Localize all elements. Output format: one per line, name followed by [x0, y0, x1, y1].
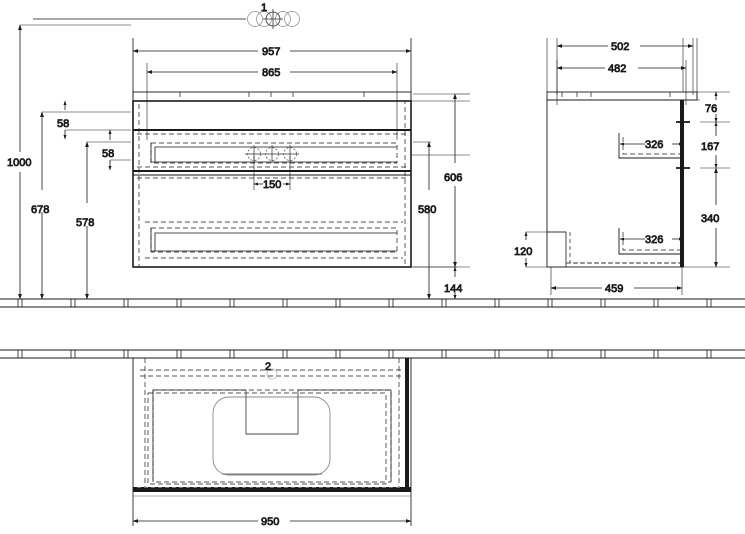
dim-58-lower-label: 58 — [102, 148, 114, 160]
plan-view-body — [132, 357, 412, 497]
dim-957-label: 957 — [262, 46, 280, 58]
dim-482-label: 482 — [608, 63, 626, 75]
dim-578 — [85, 141, 131, 300]
dim-459 — [550, 267, 683, 295]
dim-167-label: 167 — [701, 141, 719, 153]
dim-502-label: 502 — [611, 41, 629, 53]
dim-326-lower-label: 326 — [645, 234, 663, 246]
side-elevation-body — [546, 91, 698, 268]
dim-150 — [253, 156, 291, 190]
dim-580 — [413, 141, 431, 300]
dim-578-label: 578 — [76, 217, 94, 229]
dim-58-upper-label: 58 — [57, 118, 69, 130]
dim-1000 — [18, 24, 131, 300]
dim-678 — [40, 111, 131, 300]
dim-606-label: 606 — [444, 172, 462, 184]
floor-line-lower — [0, 349, 745, 359]
dim-580-label: 580 — [418, 204, 436, 216]
marker-2-label: 2 — [265, 361, 271, 373]
dim-58-upper — [63, 100, 131, 140]
dim-1000-label: 1000 — [7, 157, 31, 169]
dim-150-label: 150 — [263, 179, 281, 191]
dim-76-label: 76 — [705, 103, 717, 115]
dim-326-upper-label: 326 — [645, 139, 663, 151]
dim-340 — [700, 167, 730, 268]
dim-678-label: 678 — [31, 204, 49, 216]
dim-865-label: 865 — [262, 67, 280, 79]
dim-120 — [524, 231, 566, 268]
dim-482 — [556, 60, 687, 105]
dim-459-label: 459 — [605, 283, 623, 295]
dim-120-label: 120 — [514, 246, 532, 258]
tap-hole-centre — [262, 144, 282, 164]
dim-58-lower — [108, 129, 131, 171]
front-elevation-body — [132, 91, 412, 268]
extension-lines — [132, 38, 730, 526]
dim-950-label: 950 — [261, 516, 279, 528]
marker-1-label: 1 — [261, 2, 267, 14]
section-marker-1 — [33, 9, 300, 29]
dim-340-label: 340 — [701, 213, 719, 225]
dim-144-label: 144 — [444, 283, 462, 295]
floor-line-upper — [0, 298, 745, 308]
